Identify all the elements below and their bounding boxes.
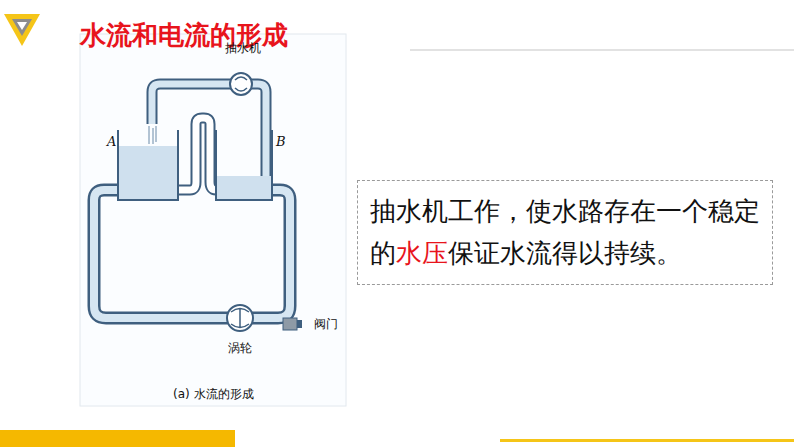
- bottom-bar: [0, 430, 235, 447]
- valve-symbol: [283, 318, 297, 330]
- figure-caption: (a) 水流的形成: [173, 386, 254, 403]
- pipe-water: [94, 190, 290, 318]
- part-label: 抽水机: [225, 40, 261, 57]
- logo-inner: [12, 19, 32, 36]
- highlight-text: 水压: [396, 238, 448, 268]
- water-b: [217, 176, 271, 199]
- turbine-blades: [231, 309, 249, 328]
- part-label: 涡轮: [228, 340, 252, 357]
- box-text: 保证水流得以持续。: [448, 238, 682, 268]
- logo-triangle: [4, 14, 40, 46]
- container-b: [216, 130, 272, 200]
- part-label: 阀门: [314, 316, 338, 333]
- container-label: B: [276, 134, 286, 149]
- figure-frame: [80, 34, 346, 406]
- water-drops: [149, 126, 156, 144]
- pipe-outline: [178, 118, 216, 190]
- pipe-outline: [94, 190, 290, 318]
- pump-symbol: [230, 73, 252, 95]
- text-box: 抽水机工作，使水路存在一个稳定的水压保证水流得以持续。: [357, 180, 773, 285]
- turbine-symbol: [227, 305, 253, 331]
- bottom-line: [500, 439, 794, 442]
- container-a: [118, 130, 178, 200]
- logo-core: [17, 22, 27, 30]
- pipe-empty: [178, 118, 216, 190]
- valve-handle: [297, 320, 302, 328]
- container-label: A: [107, 134, 116, 149]
- rule-line: [410, 49, 794, 51]
- water-a: [119, 146, 177, 199]
- pump-blades: [235, 77, 247, 91]
